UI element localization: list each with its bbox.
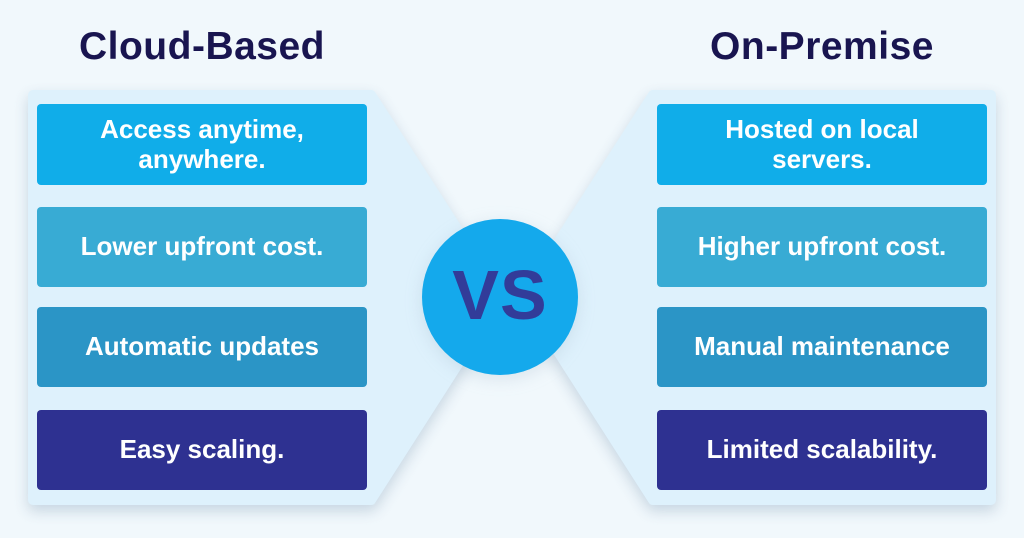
vs-badge: VS [422, 219, 578, 375]
right-bar-higher-cost: Higher upfront cost. [657, 207, 987, 287]
left-bar-lower-cost: Lower upfront cost. [37, 207, 367, 287]
right-column-title: On-Premise [710, 25, 934, 68]
left-panel-shape [28, 90, 506, 505]
right-panel-shape [518, 90, 996, 505]
vs-badge-label: VS [452, 256, 548, 334]
left-bar-column: Access anytime, anywhere. Lower upfront … [37, 104, 367, 490]
left-column-title: Cloud-Based [78, 25, 325, 68]
left-bar-easy-scaling: Easy scaling. [37, 410, 367, 490]
left-bar-automatic-updates: Automatic updates [37, 307, 367, 387]
left-bar-access-anytime: Access anytime, anywhere. [37, 104, 367, 185]
right-bar-manual-maintenance: Manual maintenance [657, 307, 987, 387]
right-bar-limited-scalability: Limited scalability. [657, 410, 987, 490]
right-bar-column: Hosted on local servers. Higher upfront … [657, 104, 987, 490]
right-bar-local-servers: Hosted on local servers. [657, 104, 987, 185]
